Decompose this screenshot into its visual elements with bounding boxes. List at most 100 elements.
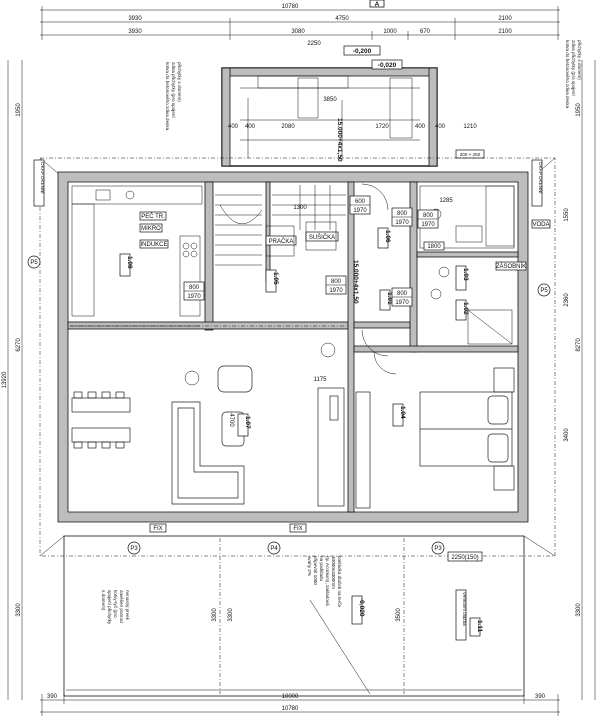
label-water-heater: ZÁSOBNÍK — [496, 263, 526, 270]
terrace-note-2: 10000x3300mm — [331, 556, 336, 589]
terrace-note-5: připevnit 1000 — [313, 556, 318, 585]
opening-6h: 1970 — [421, 222, 435, 228]
dim-left-2: 6270 — [16, 338, 22, 352]
section-mark: A — [375, 1, 380, 8]
room-1-03: 1.03 — [462, 268, 469, 281]
label-water: VODA — [532, 222, 549, 228]
dim-annex-5: 1210 — [463, 124, 477, 130]
terrace-room-tag: 1.11 — [476, 620, 483, 633]
dim-terrace-1: 3300 — [212, 608, 218, 622]
roof-vent-right: OKAP OKENNÍ — [538, 162, 544, 194]
dim-left-1: 1950 — [16, 103, 22, 117]
terrace-note-3: (ty. Aconium), zakladová — [325, 556, 330, 606]
dim-bottom-3: 390 — [535, 694, 546, 700]
dim-right-1: 1950 — [576, 103, 582, 117]
opening-4: 600 — [355, 199, 366, 205]
roof-vent-labels: OKAP OKENNÍ OKAP OKENNÍ — [33, 159, 544, 207]
room-1-02: 1.02 — [462, 302, 469, 315]
room-1-07: 1.07 — [244, 416, 251, 429]
note-left-2: zdiva přichytky (pro spojení — [171, 62, 176, 118]
terrace-left-note-4: spojení přichytky — [107, 590, 112, 625]
note-left-1: kotva do betonového zdiva deska — [165, 62, 170, 131]
room-1-01: 1.01 — [386, 292, 393, 305]
opening-5: 800 — [397, 291, 408, 297]
note-right-3: přichytky s domem) — [577, 40, 582, 80]
tag-p3-2: P3 — [434, 546, 442, 552]
label-dryer: SUŠIČKA — [309, 234, 335, 241]
note-right-2: zdiva přichytky (pro spojení — [571, 40, 576, 96]
vent-size: 200 × 250 — [460, 152, 481, 157]
tag-p5-1: P5 — [30, 260, 38, 266]
dim-bottom-overall: 10780 — [282, 706, 299, 712]
hall: 1.06 1.01 — [361, 183, 393, 357]
dim-right-6: 3300 — [576, 603, 582, 617]
dim-right-5: 8270 — [576, 338, 582, 352]
tag-p3-1: P3 — [130, 546, 138, 552]
opening-3: 800 — [397, 211, 408, 217]
side-dimension-chains: 1950 6270 13920 3300 1950 1550 2360 3400… — [2, 60, 596, 700]
dim-bottom-2: 10000 — [282, 694, 299, 700]
stairs-laundry: PRAČKA SUŠIČKA 1.05 15.000+4x1,50 1300 — [215, 185, 359, 304]
label-laundry: PRAČKA — [269, 238, 294, 245]
opening-5h: 1970 — [395, 300, 409, 306]
roof-outline — [39, 157, 556, 557]
terrace-left-note-3: kotvy-tyč (pro — [113, 590, 118, 618]
dim-inner-1: 1285 — [439, 198, 453, 204]
living-room: 1.07 1175 4700 — [70, 325, 345, 507]
stair-note-2: 15.000+4x1,50 — [352, 260, 359, 304]
note-right-1: kotva do betonového zdiva deska — [565, 40, 570, 109]
dim-top-5: 3080 — [291, 29, 305, 35]
dim-top-4: 3930 — [128, 29, 142, 35]
tag-p5-2: P5 — [540, 288, 548, 294]
dim-right-2: 1550 — [564, 208, 570, 222]
entry-annex: 2250 3850 2080 1720 1210 400 400 400 400… — [221, 41, 485, 167]
stairs-dim-1: 1300 — [293, 205, 307, 211]
terrace-room-label: Venkovní dlažba — [462, 592, 467, 626]
dim-top-3: 2100 — [498, 16, 512, 22]
opening-3h: 1970 — [395, 220, 409, 226]
terrace-level: -0,020 — [358, 598, 365, 617]
top-dimension-chains: 10780 3930 4750 2100 3930 3080 1000 670 … — [40, 0, 560, 40]
dim-annex-2: 3850 — [323, 97, 337, 103]
dim-annex-3: 2080 — [281, 124, 295, 130]
annex-notes: kotva do betonového zdiva deska zdiva př… — [165, 40, 582, 131]
opening-4h: 1970 — [353, 208, 367, 214]
room-1-08: 1.08 — [126, 256, 133, 269]
label-oven: PEČ TR. — [141, 213, 165, 220]
tag-ac: 2250(150) — [451, 555, 478, 561]
dim-annex-9: 400 — [435, 124, 446, 130]
kitchen: PEČ TR. MIKRO INDUKCE 1.08 — [70, 185, 203, 327]
dim-annex-8: 400 — [245, 124, 256, 130]
dim-terrace-3: 3500 — [396, 608, 402, 622]
main-walls — [57, 171, 529, 523]
bathrooms: 1.03 1.02 1285 ZÁSOBNÍK VODA 1800 — [419, 185, 551, 345]
opening-6: 800 — [423, 213, 434, 219]
dim-top-6: 1000 — [383, 29, 397, 35]
level-mark-2: -0,020 — [378, 62, 397, 69]
dim-inner-3: 4700 — [228, 413, 234, 427]
terrace-note-1: pokládka dlažeb na terče — [337, 556, 342, 608]
bottom-dimension-chains: 390 10000 390 10780 — [40, 694, 560, 716]
terrace: -0,020 pokládka dlažeb na terče 10000x33… — [39, 535, 556, 697]
fix-2: FIX — [293, 526, 302, 532]
room-1-06: 1.06 — [384, 230, 391, 243]
dim-annex-1: 2250 — [307, 41, 321, 47]
opening-2h: 1970 — [329, 288, 343, 294]
terrace-left-note-2: zavěšen pomocí — [119, 590, 124, 624]
opening-labels: 800 1970 800 1970 800 1970 600 1970 800 … — [183, 195, 439, 307]
terrace-left-note-1: nenosný prvek — [125, 590, 130, 621]
terrace-left-note-5: s domem) — [101, 590, 106, 611]
opening-1800: 1800 — [427, 244, 441, 250]
dim-annex-7: 400 — [415, 124, 426, 130]
dim-right-4: 3400 — [564, 428, 570, 442]
stair-note: 15.000+4x1,50 — [336, 118, 343, 162]
fix-1: FIX — [153, 526, 162, 532]
dim-terrace-2: 3300 — [228, 608, 234, 622]
dim-top-7: 670 — [420, 29, 431, 35]
dim-right-3: 2360 — [564, 293, 570, 307]
section-mark-box — [369, 0, 385, 8]
dim-top-8: 2100 — [498, 29, 512, 35]
dim-inner-2: 1175 — [314, 377, 328, 383]
opening-1h: 1970 — [187, 294, 201, 300]
